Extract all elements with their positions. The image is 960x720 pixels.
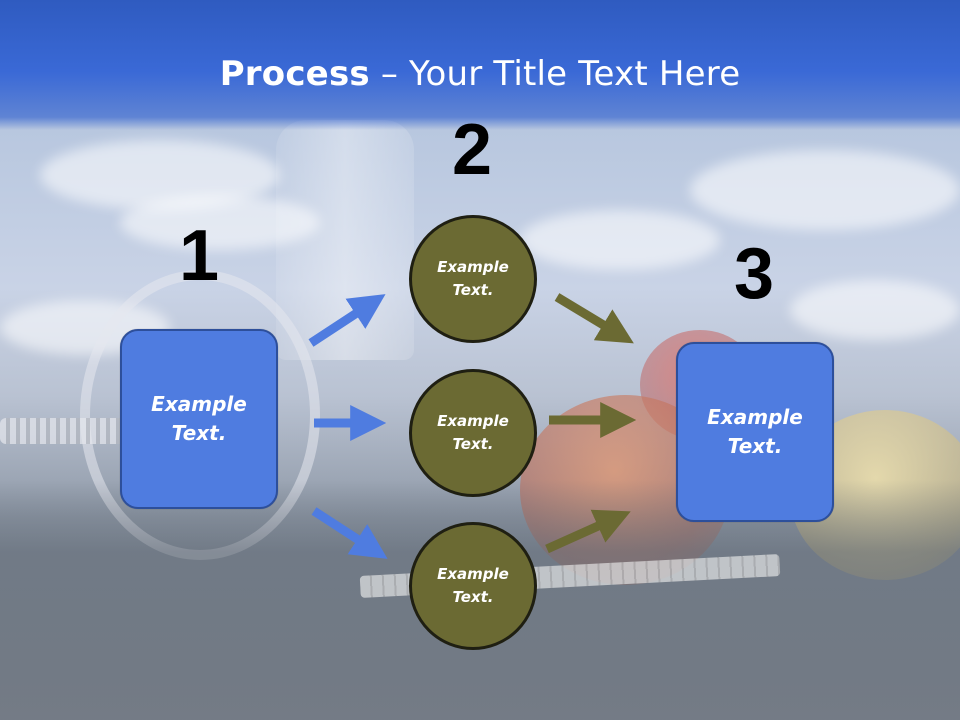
title-bold: Process: [219, 54, 370, 94]
circle-top[interactable]: Example Text.: [409, 215, 537, 343]
step-number-2[interactable]: 2: [451, 110, 493, 190]
step-number-1[interactable]: 1: [178, 216, 220, 296]
circle-top-text: Example Text.: [437, 258, 509, 299]
step-number-3[interactable]: 3: [733, 234, 775, 314]
arrow-blue-up: [308, 294, 386, 347]
right-box-text: Example Text.: [707, 405, 803, 458]
slide-title[interactable]: Process – Your Title Text Here: [0, 52, 960, 96]
arrow-blue-down: [311, 507, 388, 559]
circle-bottom-text: Example Text.: [437, 565, 509, 606]
left-box[interactable]: Example Text.: [120, 329, 278, 509]
left-box-text: Example Text.: [151, 392, 247, 445]
right-box[interactable]: Example Text.: [676, 342, 834, 522]
title-band: [0, 0, 960, 130]
circle-middle-text: Example Text.: [437, 412, 509, 453]
arrow-olive-up: [545, 509, 631, 554]
circle-middle[interactable]: Example Text.: [409, 369, 537, 497]
title-rest: – Your Title Text Here: [369, 54, 741, 94]
arrow-olive-down: [554, 293, 634, 344]
circle-bottom[interactable]: Example Text.: [409, 522, 537, 650]
